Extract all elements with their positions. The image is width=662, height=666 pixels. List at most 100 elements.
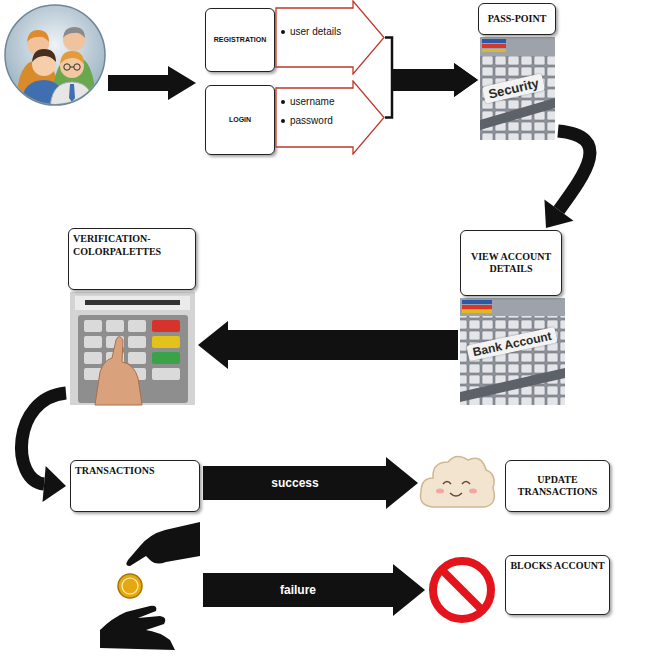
node-text: VERIFICATION-COLORPALETTES bbox=[73, 233, 191, 258]
process-node: TRANSACTIONS bbox=[66, 458, 203, 653]
node-text: BLOCKS ACCOUNT bbox=[510, 560, 604, 573]
bullet-text: user details bbox=[290, 26, 341, 37]
people-icon-part-part bbox=[27, 30, 49, 42]
flow-arrow bbox=[385, 38, 478, 98]
bank-account-picture bbox=[460, 298, 565, 405]
process-box: TRANSACTIONS bbox=[70, 460, 200, 512]
node-text: TRANSACTIONS bbox=[75, 465, 154, 478]
process-box: VIEW ACCOUNT DETAILS bbox=[460, 230, 562, 296]
no-entry-sign bbox=[433, 561, 491, 619]
atm-picture-part bbox=[128, 320, 146, 332]
process-box: VERIFICATION-COLORPALETTES bbox=[68, 228, 196, 290]
smiling-cloud-part bbox=[443, 482, 451, 485]
flow-arrow bbox=[198, 321, 458, 369]
security-picture-part bbox=[480, 56, 555, 140]
smiling-cloud bbox=[420, 456, 494, 507]
bank-account-picture-part bbox=[462, 310, 492, 313]
flow-arrow bbox=[544, 131, 590, 228]
arrow-outline-shape bbox=[276, 81, 384, 154]
bullet-item: password bbox=[281, 111, 352, 130]
people-icon-part-part bbox=[64, 64, 70, 70]
edge-label: success bbox=[271, 476, 318, 490]
arrow-head bbox=[544, 200, 573, 228]
process-node: VIEW ACCOUNT DETAILS bbox=[458, 228, 566, 408]
atm-picture-part bbox=[75, 296, 190, 310]
atm-picture-part bbox=[95, 337, 142, 406]
block-arrow bbox=[203, 457, 418, 509]
node-text: VIEW ACCOUNT DETAILS bbox=[465, 251, 557, 276]
node-text: UPDATE TRANSACTIONS bbox=[510, 474, 605, 499]
flow-arrow bbox=[108, 66, 196, 100]
process-box: LOGIN bbox=[205, 85, 275, 155]
process-box: BLOCKS ACCOUNT bbox=[505, 555, 610, 615]
atm-picture bbox=[70, 292, 195, 405]
block-arrow bbox=[198, 321, 458, 369]
smiling-cloud-part bbox=[436, 489, 444, 494]
block-arrow bbox=[392, 63, 478, 97]
atm-picture-part bbox=[106, 320, 124, 332]
people-icon-part-part bbox=[74, 64, 80, 70]
no-entry-sign-part bbox=[442, 570, 483, 611]
security-picture-part bbox=[482, 49, 506, 52]
flow-arrow bbox=[21, 393, 66, 502]
process-node: PASS-POINT bbox=[478, 3, 558, 143]
block-arrow bbox=[203, 564, 425, 616]
flow-arrow bbox=[203, 457, 418, 509]
security-picture bbox=[480, 37, 555, 140]
bullet-dot bbox=[281, 100, 285, 104]
bank-account-picture-part bbox=[462, 305, 492, 309]
smiling-cloud-part bbox=[450, 493, 462, 496]
connector-line bbox=[385, 80, 392, 118]
people-icon-part-part bbox=[32, 49, 56, 62]
bullet-text: password bbox=[290, 115, 333, 126]
smiling-cloud-part bbox=[469, 489, 477, 494]
atm-picture-part bbox=[84, 336, 102, 348]
people-icon-part-part bbox=[69, 84, 75, 102]
bullet-item: username bbox=[281, 92, 352, 111]
arrow-outline-shape bbox=[276, 1, 384, 74]
edge-label: failure bbox=[280, 583, 316, 597]
flow-arrow bbox=[203, 564, 425, 616]
hands-coin-picture bbox=[100, 522, 200, 650]
people-icon-part-part bbox=[60, 51, 84, 64]
process-node: UPDATE TRANSACTIONS bbox=[418, 453, 613, 518]
connector-line bbox=[385, 38, 392, 81]
arrow-head bbox=[43, 466, 67, 502]
node-text: LOGIN bbox=[229, 116, 251, 124]
atm-picture-part bbox=[152, 336, 180, 348]
hands-coin-picture-part bbox=[100, 606, 175, 650]
people-icon-part-part bbox=[50, 82, 94, 112]
atm-picture-part bbox=[84, 320, 102, 332]
bank-account-picture-part bbox=[462, 300, 492, 304]
people-icon-part-part bbox=[63, 27, 85, 38]
hands-coin-picture-part bbox=[118, 574, 142, 598]
hands-coin-picture-part bbox=[126, 522, 200, 566]
process-box: UPDATE TRANSACTIONS bbox=[505, 460, 610, 512]
bullet-list: user details bbox=[281, 22, 352, 41]
atm-picture-part bbox=[84, 352, 102, 364]
security-picture-part bbox=[480, 37, 555, 140]
bullet-dot bbox=[281, 119, 285, 123]
bullet-item: user details bbox=[281, 22, 352, 41]
people-icon-part-part bbox=[70, 67, 74, 68]
bank-account-picture-part bbox=[460, 298, 565, 405]
node-text: REGISTRATION bbox=[214, 36, 266, 44]
bank-account-picture-part bbox=[460, 316, 565, 405]
atm-picture-part bbox=[152, 352, 180, 364]
atm-picture-part bbox=[152, 320, 180, 332]
process-node: VERIFICATION-COLORPALETTES bbox=[66, 226, 198, 408]
smiling-cloud-part bbox=[462, 482, 470, 485]
curved-arrow bbox=[558, 131, 590, 210]
bullet-arrow-shape: username password bbox=[275, 80, 385, 155]
process-box: PASS-POINT bbox=[478, 3, 556, 35]
smiling-cloud-part bbox=[420, 456, 494, 507]
bullet-dot bbox=[281, 30, 285, 34]
curved-arrow bbox=[21, 393, 66, 484]
people-icon bbox=[5, 5, 105, 112]
process-box: REGISTRATION bbox=[205, 8, 275, 72]
security-picture-part bbox=[482, 39, 506, 43]
security-picture-part bbox=[482, 44, 506, 48]
atm-picture-part bbox=[152, 368, 180, 380]
block-arrow bbox=[392, 63, 478, 97]
arrow-outline bbox=[275, 0, 385, 75]
